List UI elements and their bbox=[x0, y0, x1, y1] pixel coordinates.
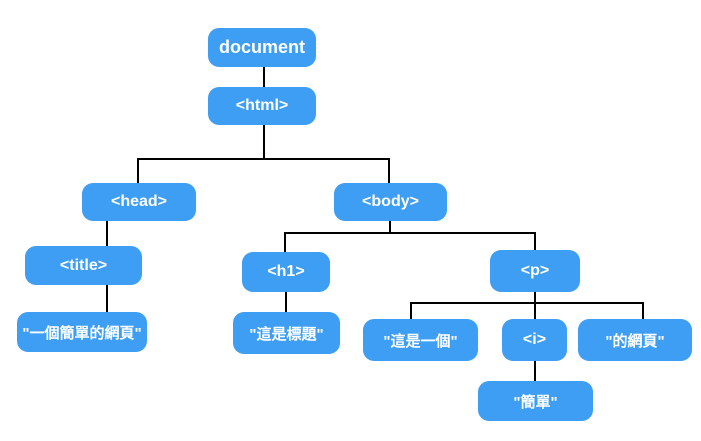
connector-html-children bbox=[137, 158, 390, 183]
node-i-element: <i> bbox=[502, 319, 567, 361]
node-head-element: <head> bbox=[82, 183, 196, 221]
node-text-h1-content: "這是標題" bbox=[233, 312, 340, 354]
node-title-element: <title> bbox=[25, 246, 142, 285]
node-text-title-content: "一個簡單的網頁" bbox=[17, 312, 147, 352]
node-text-p-before-i: "這是一個" bbox=[363, 319, 478, 361]
connector-p-children bbox=[410, 302, 644, 319]
node-html-element: <html> bbox=[208, 87, 316, 125]
node-body-element: <body> bbox=[334, 183, 447, 221]
connector-body-children bbox=[284, 232, 536, 252]
node-h1-element: <h1> bbox=[242, 252, 330, 292]
node-document: document bbox=[208, 28, 316, 67]
node-p-element: <p> bbox=[490, 250, 580, 292]
node-text-i-content: "簡單" bbox=[478, 381, 593, 421]
node-text-p-after-i: "的網頁" bbox=[578, 319, 692, 361]
